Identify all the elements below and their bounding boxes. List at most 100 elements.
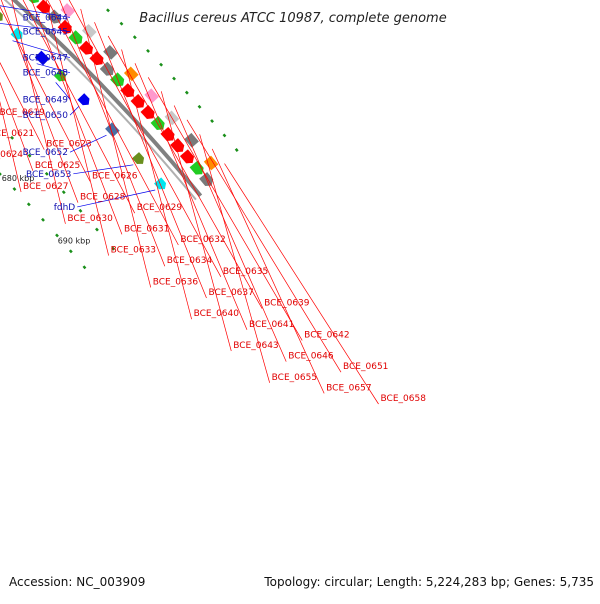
leader-reverse-14 bbox=[69, 134, 107, 153]
leader-reverse-15 bbox=[73, 164, 134, 175]
forward-gene-lane2-37-shape bbox=[123, 65, 140, 83]
forward-gene-lane1-45-shape bbox=[188, 159, 205, 176]
reverse-gene-label: BCE_0650 bbox=[23, 111, 69, 121]
leader-forward-28 bbox=[121, 49, 192, 320]
forward-gene-lane1-29 bbox=[24, 0, 41, 5]
forward-gene-label: BCE_0635 bbox=[223, 267, 268, 277]
backbone-inner bbox=[3, 0, 197, 201]
leader-forward-14 bbox=[0, 81, 34, 171]
forward-gene-lane1-42-shape bbox=[159, 126, 176, 142]
forward-gene-label: BCE_0634 bbox=[167, 256, 213, 266]
reverse-gene-9 bbox=[0, 8, 4, 23]
forward-gene-lane1-33-shape bbox=[67, 29, 84, 45]
leader-reverse-10 bbox=[12, 40, 71, 59]
forward-gene-lane2-31-shape bbox=[59, 2, 77, 19]
reverse-gene-label: BCE_0648 bbox=[23, 69, 69, 79]
forward-gene-lane1-43 bbox=[169, 137, 185, 153]
leader-reverse-8 bbox=[0, 5, 71, 18]
forward-gene-lane2-45-shape bbox=[202, 154, 220, 172]
forward-gene-label: BCE_0646 bbox=[288, 352, 334, 362]
leader-forward-16 bbox=[0, 100, 22, 193]
label-leader-lines bbox=[0, 0, 379, 405]
forward-gene-lane1-43-shape bbox=[169, 137, 185, 153]
reverse-gene-11 bbox=[33, 49, 51, 67]
forward-gene-lane1-37-shape bbox=[109, 71, 125, 88]
leader-forward-18 bbox=[22, 0, 136, 214]
reverse-gene-12-shape bbox=[53, 68, 67, 82]
leader-forward-30 bbox=[147, 77, 303, 341]
forward-gene-lane1-33 bbox=[67, 29, 84, 45]
map-title: Bacillus cereus ATCC 10987, complete gen… bbox=[139, 11, 446, 26]
forward-gene-lane2-35 bbox=[102, 44, 119, 61]
leader-reverse-12 bbox=[55, 82, 71, 100]
reverse-gene-13 bbox=[76, 92, 91, 106]
leader-reverse-11 bbox=[36, 63, 71, 74]
accession-label: Accession: NC_003909 bbox=[9, 575, 146, 589]
forward-gene-lane2-37 bbox=[123, 65, 140, 83]
forward-gene-lane1-40-shape bbox=[139, 104, 156, 120]
leader-forward-12 bbox=[0, 62, 45, 150]
reverse-gene-label: fdhD bbox=[54, 203, 76, 213]
forward-gene-lane1-35-shape bbox=[88, 50, 105, 66]
forward-gene-label: BCE_0651 bbox=[343, 362, 388, 372]
forward-gene-lane1-44-shape bbox=[179, 148, 195, 164]
forward-gene-lane1-37 bbox=[109, 71, 125, 88]
reverse-gene-label: BCE_0645 bbox=[23, 28, 68, 38]
forward-gene-label: BCE_0642 bbox=[304, 330, 349, 340]
leader-forward-27 bbox=[107, 35, 263, 309]
leader-forward-15 bbox=[0, 6, 91, 182]
reverse-gene-11-shape bbox=[33, 49, 51, 67]
forward-gene-lane1-44 bbox=[179, 148, 195, 164]
forward-gene-label: BCE_0631 bbox=[124, 224, 169, 234]
forward-gene-lane1-45 bbox=[188, 159, 205, 176]
leader-forward-32 bbox=[173, 105, 287, 362]
reverse-gene-label: BCE_0649 bbox=[23, 95, 69, 105]
leader-reverse-9 bbox=[0, 23, 71, 32]
reverse-gene-15 bbox=[131, 151, 145, 165]
forward-gene-lane1-40 bbox=[139, 104, 156, 120]
leader-forward-35 bbox=[211, 148, 325, 394]
leader-forward-31 bbox=[160, 91, 232, 352]
forward-gene-label: BCE_0629 bbox=[137, 203, 183, 213]
reverse-gene-label: BCE_0644 bbox=[23, 13, 69, 23]
forward-gene-label: BCE_0621 bbox=[0, 129, 34, 139]
leader-forward-36 bbox=[224, 163, 379, 405]
leader-forward-34 bbox=[199, 134, 270, 383]
forward-gene-lane2-45 bbox=[202, 154, 220, 172]
leader-forward-17 bbox=[0, 0, 79, 203]
forward-gene-label: BCE_0625 bbox=[35, 161, 80, 171]
forward-gene-label: BCE_0623 bbox=[46, 140, 91, 150]
reverse-gene-14-shape bbox=[104, 121, 121, 139]
forward-gene-label: BCE_0636 bbox=[153, 277, 199, 287]
reverse-gene-label: BCE_0653 bbox=[26, 170, 71, 180]
forward-gene-label: BCE_0655 bbox=[272, 373, 317, 383]
leader-forward-20 bbox=[31, 0, 123, 235]
forward-gene-lane2-39-shape bbox=[143, 87, 160, 104]
position-label-8: 690 kbp bbox=[58, 236, 91, 245]
reverse-gene-15-shape bbox=[131, 151, 145, 165]
forward-gene-label: BCE_0626 bbox=[92, 171, 138, 181]
leader-reverse-16 bbox=[77, 189, 156, 208]
forward-gene-lane1-31 bbox=[46, 8, 62, 25]
reverse-gene-10 bbox=[9, 26, 24, 41]
reverse-gene-9-shape bbox=[0, 8, 4, 23]
forward-gene-lane1-31-shape bbox=[46, 8, 62, 25]
forward-gene-label: BCE_0640 bbox=[194, 309, 240, 319]
reverse-gene-10-shape bbox=[9, 26, 24, 41]
forward-gene-label: BCE_0628 bbox=[80, 193, 126, 203]
forward-gene-label: BCE_0637 bbox=[208, 288, 253, 298]
genome-summary: Topology: circular; Length: 5,224,283 bp… bbox=[264, 575, 594, 589]
reverse-gene-16-shape bbox=[153, 176, 167, 190]
forward-gene-label: BCE_0643 bbox=[233, 341, 278, 351]
leader-forward-19 bbox=[11, 0, 66, 224]
leader-forward-21 bbox=[47, 0, 179, 246]
reverse-gene-12 bbox=[53, 68, 67, 82]
forward-gene-label: BCE_0619 bbox=[0, 108, 45, 118]
reverse-gene-label: BCE_0652 bbox=[23, 148, 68, 158]
reverse-gene-label: BCE_0647 bbox=[23, 54, 68, 64]
forward-gene-lane1-35 bbox=[88, 50, 105, 66]
forward-gene-label: BCE_0657 bbox=[326, 383, 371, 393]
leader-forward-25 bbox=[80, 8, 152, 288]
